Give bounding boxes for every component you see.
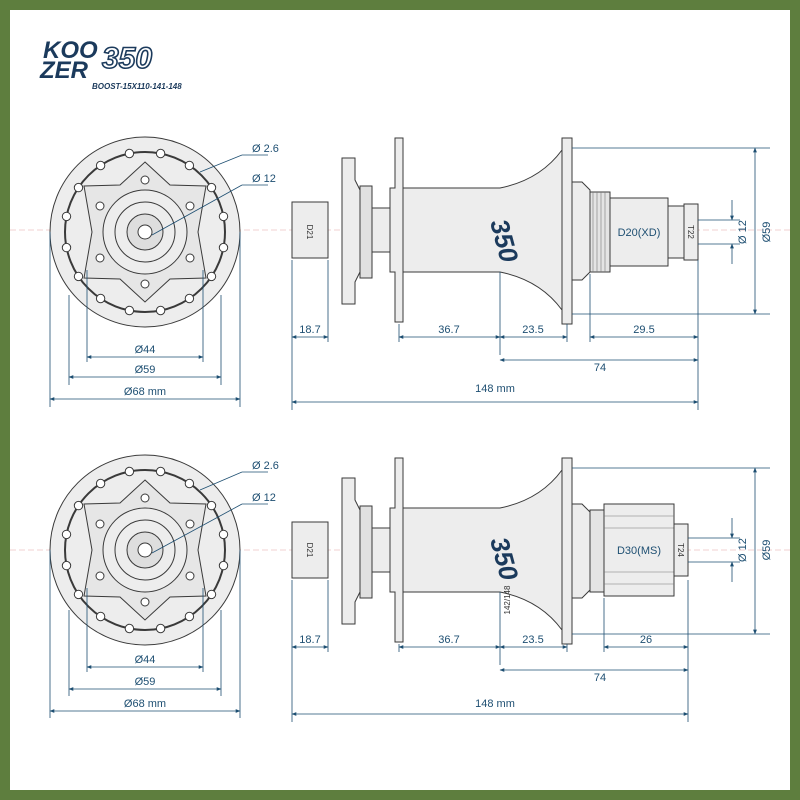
brand-logo: KOO ZER 350 BOOST-15X110-141-148 <box>39 37 182 91</box>
logo-subtitle: BOOST-15X110-141-148 <box>92 82 182 91</box>
hub2-dim-148: 148 mm <box>475 698 515 710</box>
hub2-hub-shell <box>402 468 563 632</box>
hub1-rotor-mount <box>341 157 361 305</box>
spoke-hole <box>73 500 84 511</box>
hub1-left-endcap <box>291 201 329 259</box>
spoke-hole <box>124 623 135 634</box>
hub1-d68: Ø68 mm <box>124 386 166 398</box>
spoke-hole <box>155 466 166 477</box>
spoke-hole <box>184 160 195 171</box>
hub1-hole-circle <box>64 151 226 313</box>
spoke-hole <box>61 211 72 222</box>
spoke-hole <box>95 611 106 622</box>
spoke-hole <box>184 611 195 622</box>
hub2-side-view: 350 <box>291 457 689 645</box>
spoke-hole <box>73 271 84 282</box>
hub2-hole-dia: Ø 2.6 <box>252 460 279 472</box>
diagram-frame: KOO ZER 350 BOOST-15X110-141-148 Ø 2.6 Ø… <box>10 10 790 790</box>
hub1-right-12: Ø 12 <box>737 220 749 244</box>
hub1-driver: D20(XD) <box>618 227 661 239</box>
spoke-hole <box>61 560 72 571</box>
spoke-hole <box>95 160 106 171</box>
spoke-hole <box>95 478 106 489</box>
spoke-hole <box>73 589 84 600</box>
hub1-front-view <box>10 136 790 328</box>
logo-mark: 350 <box>102 42 152 75</box>
hub1-d59: Ø59 <box>135 364 156 376</box>
hub1-cap-left: D21 <box>305 225 314 240</box>
hub-drawing: KOO ZER 350 BOOST-15X110-141-148 Ø 2.6 Ø… <box>10 37 790 722</box>
spoke-hole <box>218 529 229 540</box>
hub1-right-flange <box>561 137 573 325</box>
hub2-left-endcap <box>291 521 329 579</box>
hub1-right-endcap <box>683 203 699 261</box>
hub2-dim-driver: 26 <box>640 634 652 646</box>
hub1-dim-left: 18.7 <box>299 324 320 336</box>
spoke-hole <box>184 478 195 489</box>
hub1-side-view: 350 <box>291 137 699 325</box>
hub1-dim-74: 74 <box>594 362 606 374</box>
spoke-hole <box>95 293 106 304</box>
logo-line2: ZER <box>39 57 89 84</box>
hub2-hole-circle <box>64 469 226 631</box>
hub2-center-dia: Ø 12 <box>252 492 276 504</box>
hub2-d68: Ø68 mm <box>124 698 166 710</box>
spoke-hole <box>155 148 166 159</box>
spoke-hole <box>124 148 135 159</box>
hub2-axle-hole <box>137 542 153 558</box>
hub2-spoke-holes <box>61 466 229 634</box>
spoke-hole <box>124 466 135 477</box>
hub2-right-12: Ø 12 <box>737 538 749 562</box>
hub2-dim-74: 74 <box>594 672 606 684</box>
spoke-hole <box>124 305 135 316</box>
spoke-hole <box>206 182 217 193</box>
hub1-hole-dia: Ø 2.6 <box>252 143 279 155</box>
hub1-d44: Ø44 <box>135 344 156 356</box>
spoke-hole <box>206 500 217 511</box>
hub2-right-endcap <box>673 523 689 577</box>
hub2-right-flange <box>561 457 573 645</box>
hub1-hub-shell <box>402 148 563 312</box>
hub2-d44: Ø44 <box>135 654 156 666</box>
spoke-hole <box>61 529 72 540</box>
hub2-freehub-body <box>603 503 675 597</box>
hub2-right-59: Ø59 <box>761 540 773 561</box>
spoke-hole <box>218 560 229 571</box>
hub1-dim-center: 23.5 <box>522 324 543 336</box>
hub2-dim-left: 18.7 <box>299 634 320 646</box>
hub2-dim-flange: 36.7 <box>438 634 459 646</box>
hub2-rotor-mount <box>341 477 361 625</box>
hub1-right-59: Ø59 <box>761 222 773 243</box>
hub2-driver: D30(MS) <box>617 545 661 557</box>
spoke-hole <box>184 293 195 304</box>
spoke-hole <box>206 271 217 282</box>
hub2-dim-center: 23.5 <box>522 634 543 646</box>
logo-line1: KOO <box>43 37 98 64</box>
spoke-hole <box>218 211 229 222</box>
spoke-hole <box>61 242 72 253</box>
hub1: Ø 2.6 Ø 12 Ø44 Ø59 Ø68 mm <box>10 136 790 410</box>
spoke-hole <box>218 242 229 253</box>
hub1-dim-flange: 36.7 <box>438 324 459 336</box>
hub2-cap-right: T24 <box>676 543 685 557</box>
hub1-dim-148: 148 mm <box>475 383 515 395</box>
hub1-cap-right: T22 <box>686 225 695 239</box>
hub1-spoke-holes <box>61 148 229 316</box>
hub2-front-view <box>10 454 790 646</box>
hub2: Ø 2.6 Ø 12 Ø44 Ø59 Ø68 mm <box>10 454 790 722</box>
spoke-hole <box>155 305 166 316</box>
hub2-d59: Ø59 <box>135 676 156 688</box>
spoke-hole <box>73 182 84 193</box>
hub1-center-dia: Ø 12 <box>252 173 276 185</box>
spoke-hole <box>206 589 217 600</box>
hub2-cap-left: D21 <box>305 543 314 558</box>
hub1-dim-driver: 29.5 <box>633 324 654 336</box>
hub1-axle-hole <box>137 224 153 240</box>
hub2-bore-label: 142/148 <box>503 585 512 614</box>
spoke-hole <box>155 623 166 634</box>
